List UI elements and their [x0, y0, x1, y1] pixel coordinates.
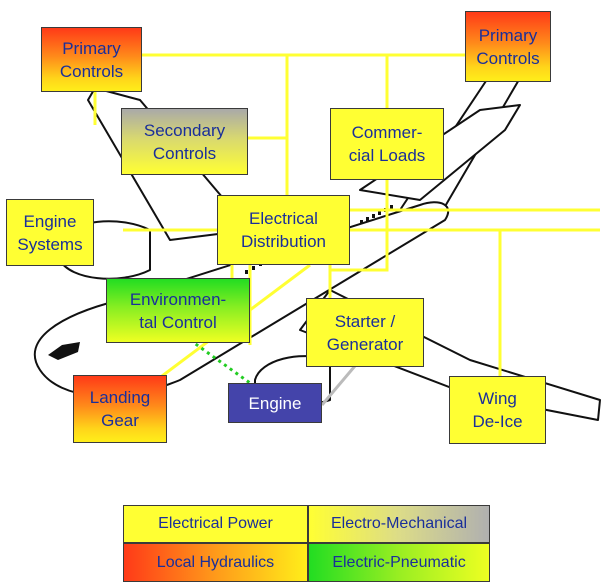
- cockpit-windows: [48, 342, 80, 360]
- wing-de-ice-box: Wing De-Ice: [449, 376, 546, 444]
- legend-electrical-power-label: Electrical Power: [158, 515, 273, 532]
- line-mechanical: [320, 359, 362, 406]
- landing-gear-label: Landing Gear: [89, 388, 151, 430]
- landing-gear-box: Landing Gear: [73, 375, 167, 443]
- legend-electro-mechanical: Electro-Mechanical: [308, 505, 490, 543]
- primary-controls-right-label: Primary Controls: [476, 25, 540, 68]
- legend-electro-mechanical-label: Electro-Mechanical: [330, 515, 468, 532]
- secondary-controls-box: Secondary Controls: [121, 108, 248, 175]
- line-commercial-down: [330, 180, 389, 272]
- primary-controls-left-label: Primary Controls: [59, 38, 124, 81]
- commercial-loads-label: Commer- cial Loads: [348, 123, 426, 165]
- electrical-distribution-label: Electrical Distribution: [240, 209, 327, 251]
- engine-systems-box: Engine Systems: [6, 199, 94, 266]
- wing-de-ice-label: Wing De-Ice: [472, 389, 523, 431]
- environmental-control-box: Environmen- tal Control: [106, 278, 250, 343]
- primary-controls-right-box: Primary Controls: [465, 11, 551, 82]
- legend-electrical-power: Electrical Power: [123, 505, 308, 543]
- legend-electric-pneumatic-label: Electric-Pneumatic: [332, 553, 466, 571]
- starter-generator-label: Starter / Generator: [326, 311, 404, 354]
- legend-electric-pneumatic: Electric-Pneumatic: [308, 543, 490, 582]
- engine-systems-label: Engine Systems: [17, 211, 83, 254]
- electrical-distribution-box: Electrical Distribution: [217, 195, 350, 265]
- secondary-controls-label: Secondary Controls: [143, 120, 226, 163]
- engine-box: Engine: [228, 383, 322, 423]
- primary-controls-left-box: Primary Controls: [41, 27, 142, 92]
- line-pneumatic: [189, 338, 251, 385]
- environmental-control-label: Environmen- tal Control: [129, 289, 227, 332]
- starter-generator-box: Starter / Generator: [306, 298, 424, 367]
- engine-label: Engine: [248, 393, 302, 413]
- legend-local-hydraulics-label: Local Hydraulics: [156, 553, 275, 571]
- legend-local-hydraulics: Local Hydraulics: [123, 543, 308, 582]
- commercial-loads-box: Commer- cial Loads: [330, 108, 444, 180]
